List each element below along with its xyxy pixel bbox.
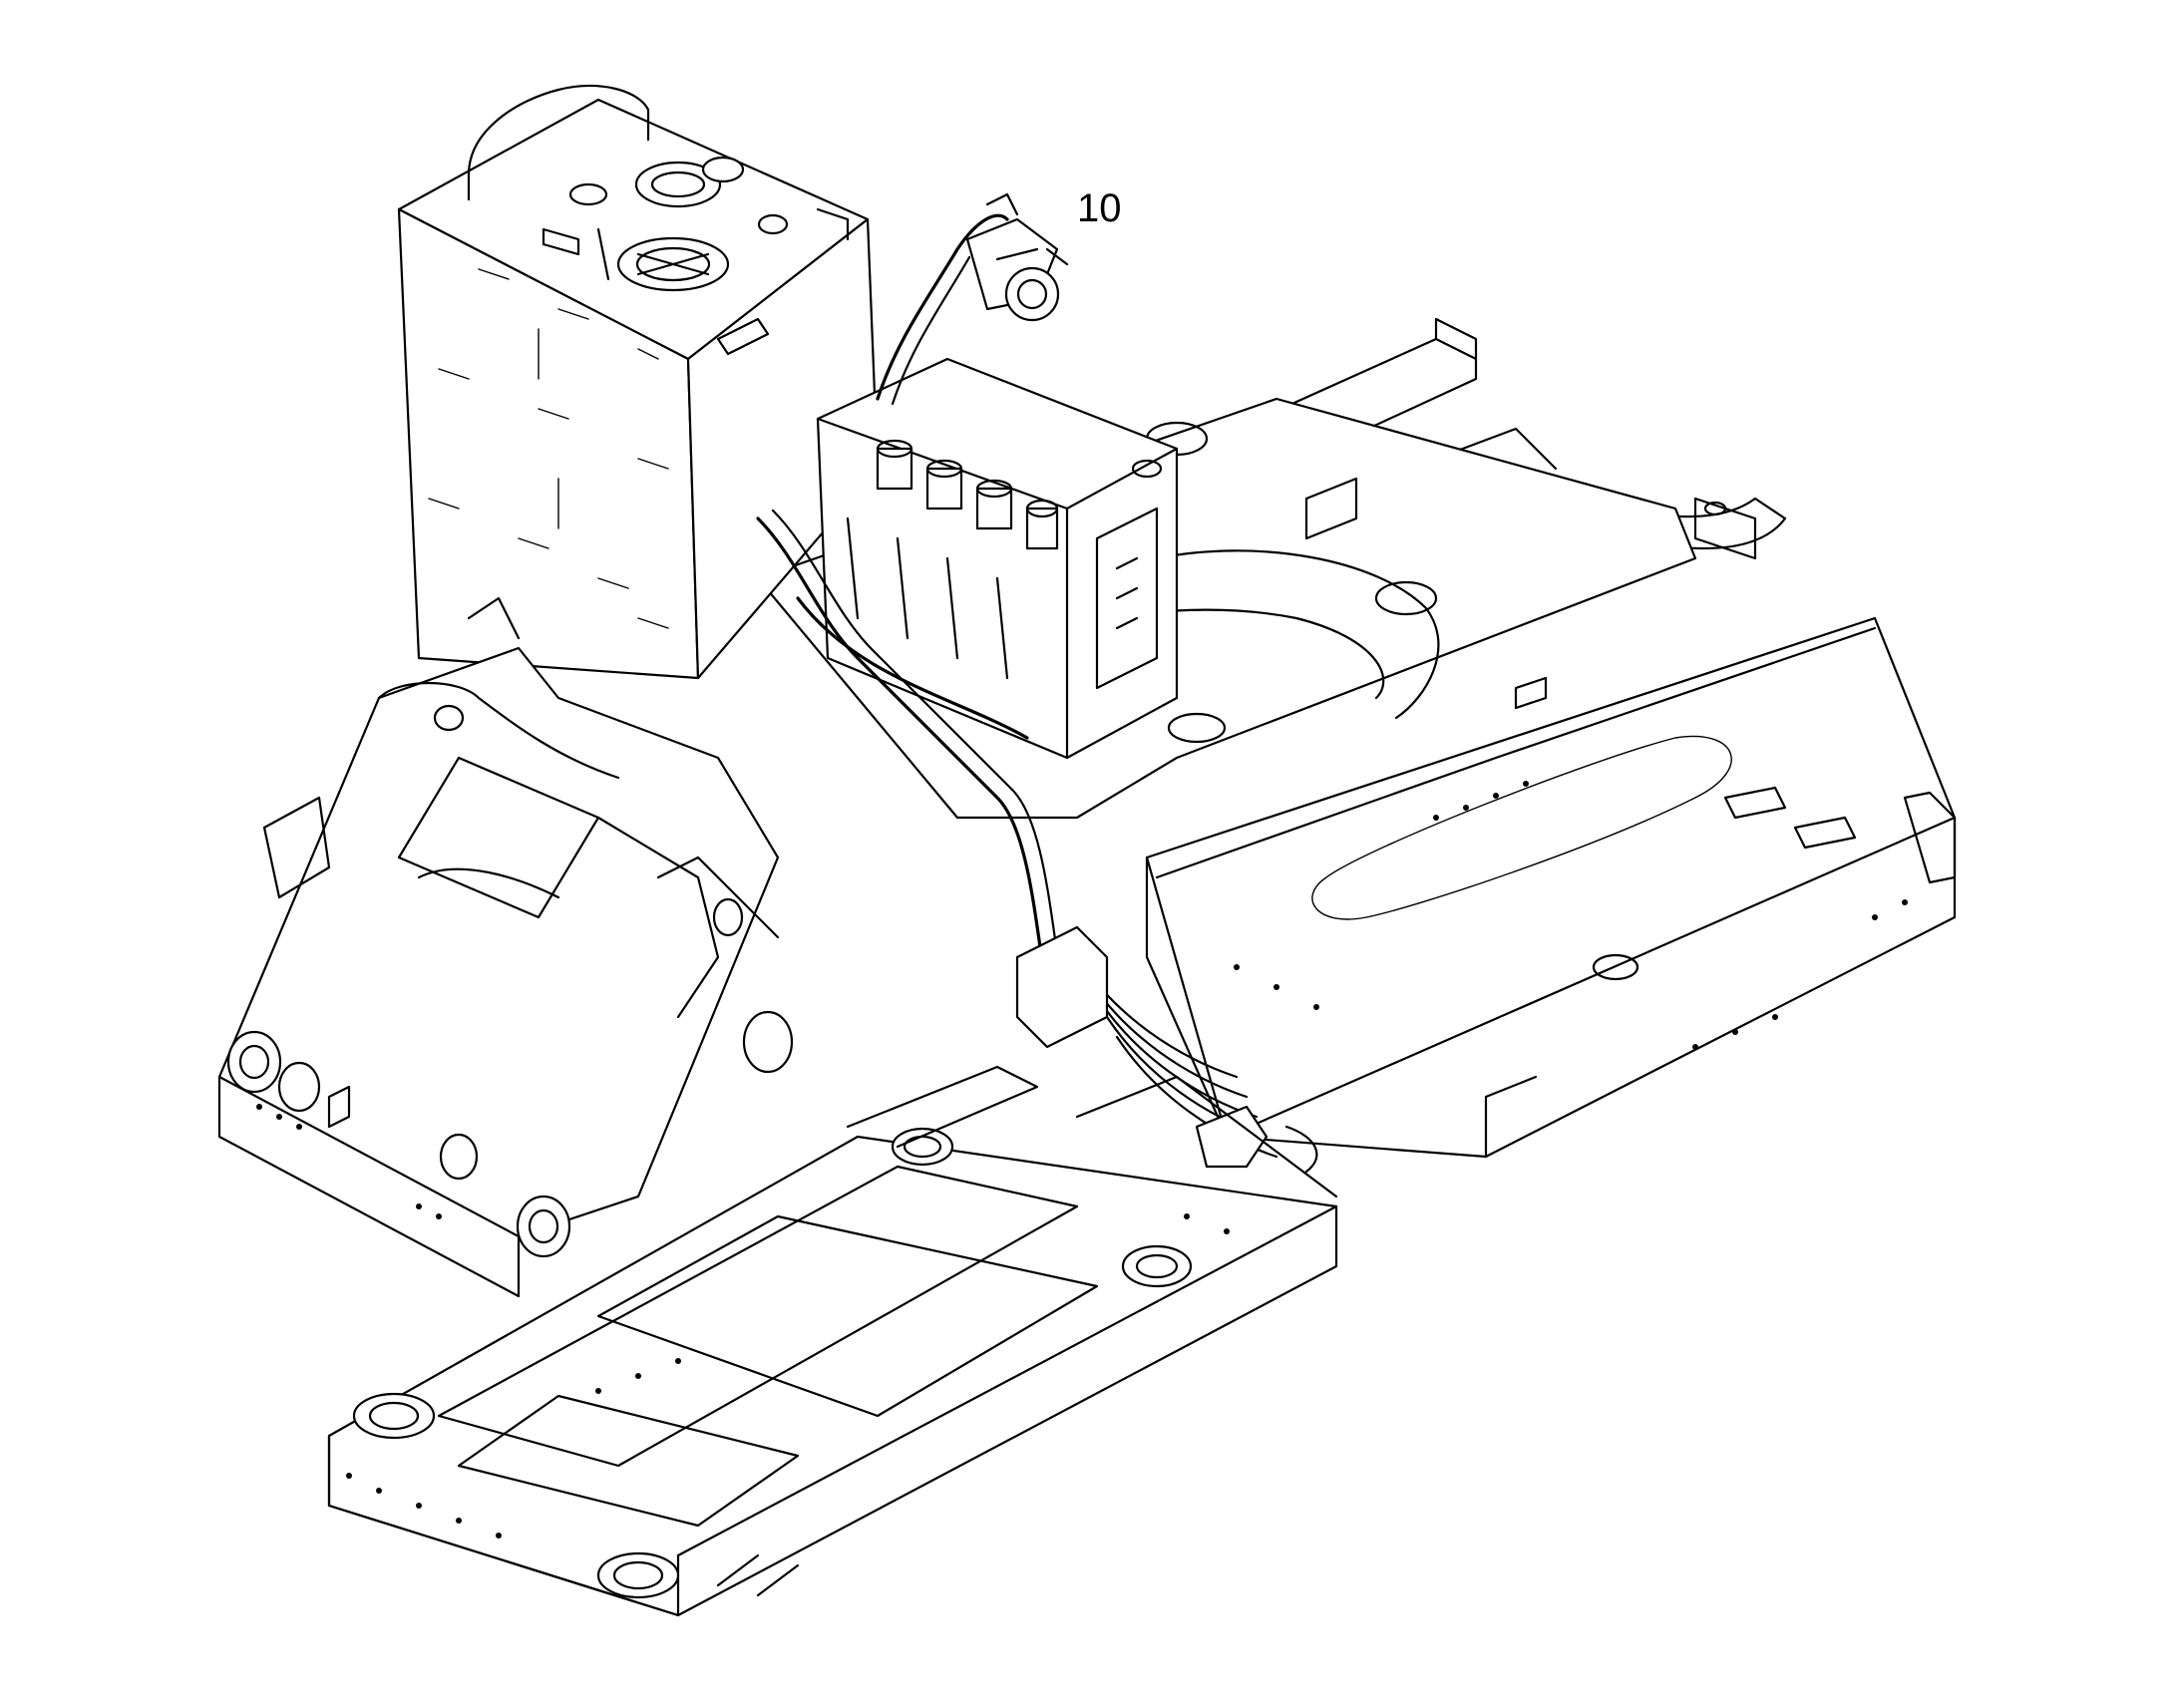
front-frame	[327, 1065, 1338, 1617]
control-valve-bank	[816, 357, 1179, 760]
callout-10-label: 10	[1077, 186, 1122, 230]
hydraulic-tank	[397, 84, 880, 680]
component-10	[876, 192, 1069, 406]
bolt-holes	[256, 781, 1908, 1538]
hose-bundle	[756, 509, 1318, 1174]
boom-mount	[217, 646, 794, 1298]
right-frame-rail	[1145, 616, 1957, 1159]
